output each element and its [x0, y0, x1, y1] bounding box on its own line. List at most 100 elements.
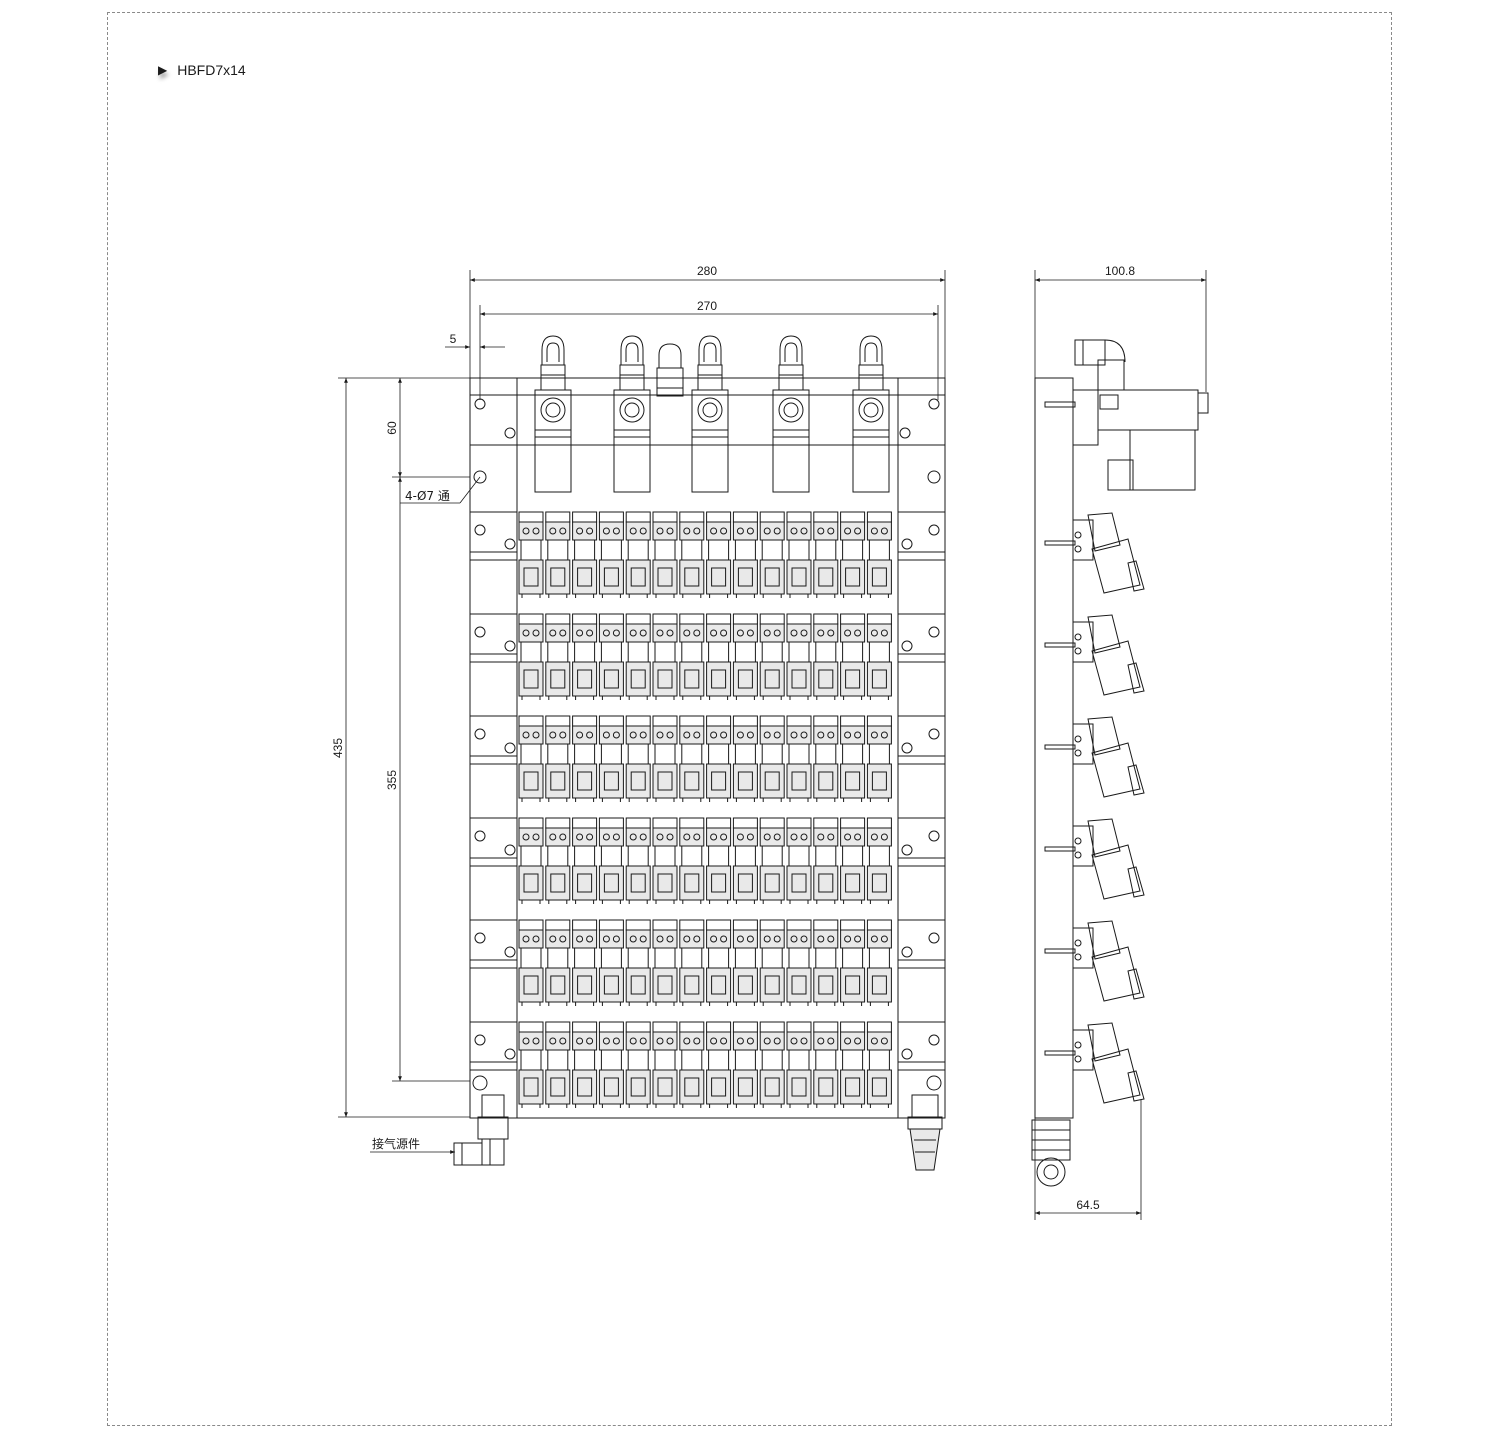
valve-unit: [679, 1021, 705, 1108]
valve-unit: [840, 919, 866, 1006]
valve-unit: [572, 715, 598, 802]
valve-unit: [840, 1021, 866, 1108]
model-name: HBFD7x14: [177, 62, 246, 78]
valve-unit: [598, 715, 624, 802]
dim-hole-span: 270: [697, 299, 717, 313]
valve-unit: [732, 1021, 758, 1108]
top-mount-holes: [473, 398, 941, 484]
valve-unit: [518, 715, 544, 802]
dim-body-height: 355: [385, 770, 399, 790]
valve-unit: [625, 919, 651, 1006]
manifold-rows: [469, 511, 946, 1108]
dim-overall-height: 435: [331, 738, 345, 758]
valve-unit: [813, 511, 839, 598]
air-inlet-note: 接气源件: [372, 1136, 420, 1151]
valve-unit: [545, 613, 571, 700]
manifold-row: [469, 613, 946, 700]
valve-unit: [598, 817, 624, 904]
side-view: [1031, 339, 1209, 1187]
valve-unit: [518, 817, 544, 904]
valve-unit: [652, 715, 678, 802]
valve-unit: [598, 613, 624, 700]
valve-unit: [813, 919, 839, 1006]
valve-unit: [652, 817, 678, 904]
valve-unit: [759, 817, 785, 904]
valve-unit: [866, 919, 892, 1006]
valve-unit: [732, 919, 758, 1006]
dim-edge-offset: 5: [450, 332, 457, 346]
valve-unit: [706, 817, 732, 904]
manifold-row: [469, 511, 946, 598]
valve-unit: [545, 817, 571, 904]
valve-unit: [759, 511, 785, 598]
header-valve: [691, 335, 729, 493]
header-valve: [613, 335, 651, 493]
triangle-right-icon: ▶: [158, 63, 168, 77]
valve-unit: [706, 715, 732, 802]
drawing-frame: [107, 12, 1392, 1426]
muffler: [907, 1075, 943, 1171]
top-left-block: [469, 377, 518, 396]
valve-unit: [679, 919, 705, 1006]
valve-unit: [625, 1021, 651, 1108]
valve-unit: [572, 511, 598, 598]
dim-overall-width: 280: [697, 264, 717, 278]
valve-unit: [625, 613, 651, 700]
header-valve: [534, 335, 572, 493]
side-top-solenoid: [1044, 339, 1209, 491]
header-valves: [534, 335, 890, 493]
valve-unit: [732, 817, 758, 904]
valve-unit: [732, 613, 758, 700]
side-body: [1034, 377, 1074, 1119]
model-label: ▶ HBFD7x14: [158, 62, 246, 78]
front-view: [453, 335, 946, 1171]
valve-unit: [652, 919, 678, 1006]
valve-unit: [786, 919, 812, 1006]
center-fitting: [656, 343, 684, 397]
header-valve: [772, 335, 810, 493]
side-bottom-fitting: [1031, 1119, 1071, 1187]
valve-unit: [679, 511, 705, 598]
side-dimensions: [1034, 270, 1207, 1220]
valve-unit: [598, 919, 624, 1006]
valve-unit: [706, 1021, 732, 1108]
valve-unit: [786, 511, 812, 598]
side-row-valves: [1044, 512, 1145, 1104]
valve-unit: [840, 511, 866, 598]
valve-unit: [518, 1021, 544, 1108]
valve-unit: [625, 817, 651, 904]
valve-unit: [840, 613, 866, 700]
top-right-block: [897, 377, 946, 396]
valve-unit: [679, 715, 705, 802]
valve-unit: [786, 1021, 812, 1108]
valve-unit: [652, 1021, 678, 1108]
valve-unit: [652, 613, 678, 700]
valve-unit: [866, 613, 892, 700]
valve-unit: [840, 715, 866, 802]
side-valve: [1044, 614, 1145, 696]
side-valve: [1044, 1022, 1145, 1104]
valve-unit: [572, 919, 598, 1006]
valve-unit: [866, 511, 892, 598]
header-manifold: [469, 394, 946, 446]
valve-unit: [786, 613, 812, 700]
valve-unit: [545, 919, 571, 1006]
valve-unit: [545, 715, 571, 802]
valve-unit: [732, 511, 758, 598]
valve-unit: [732, 715, 758, 802]
valve-unit: [813, 817, 839, 904]
manifold-row: [469, 1021, 946, 1108]
valve-unit: [518, 511, 544, 598]
side-valve: [1044, 920, 1145, 1002]
valve-unit: [759, 1021, 785, 1108]
valve-unit: [866, 1021, 892, 1108]
valve-unit: [866, 817, 892, 904]
valve-unit: [786, 715, 812, 802]
valve-unit: [572, 817, 598, 904]
manifold-row: [469, 715, 946, 802]
valve-unit: [759, 919, 785, 1006]
valve-unit: [545, 511, 571, 598]
front-dimensions: [338, 270, 946, 1154]
valve-unit: [759, 613, 785, 700]
valve-unit: [866, 715, 892, 802]
